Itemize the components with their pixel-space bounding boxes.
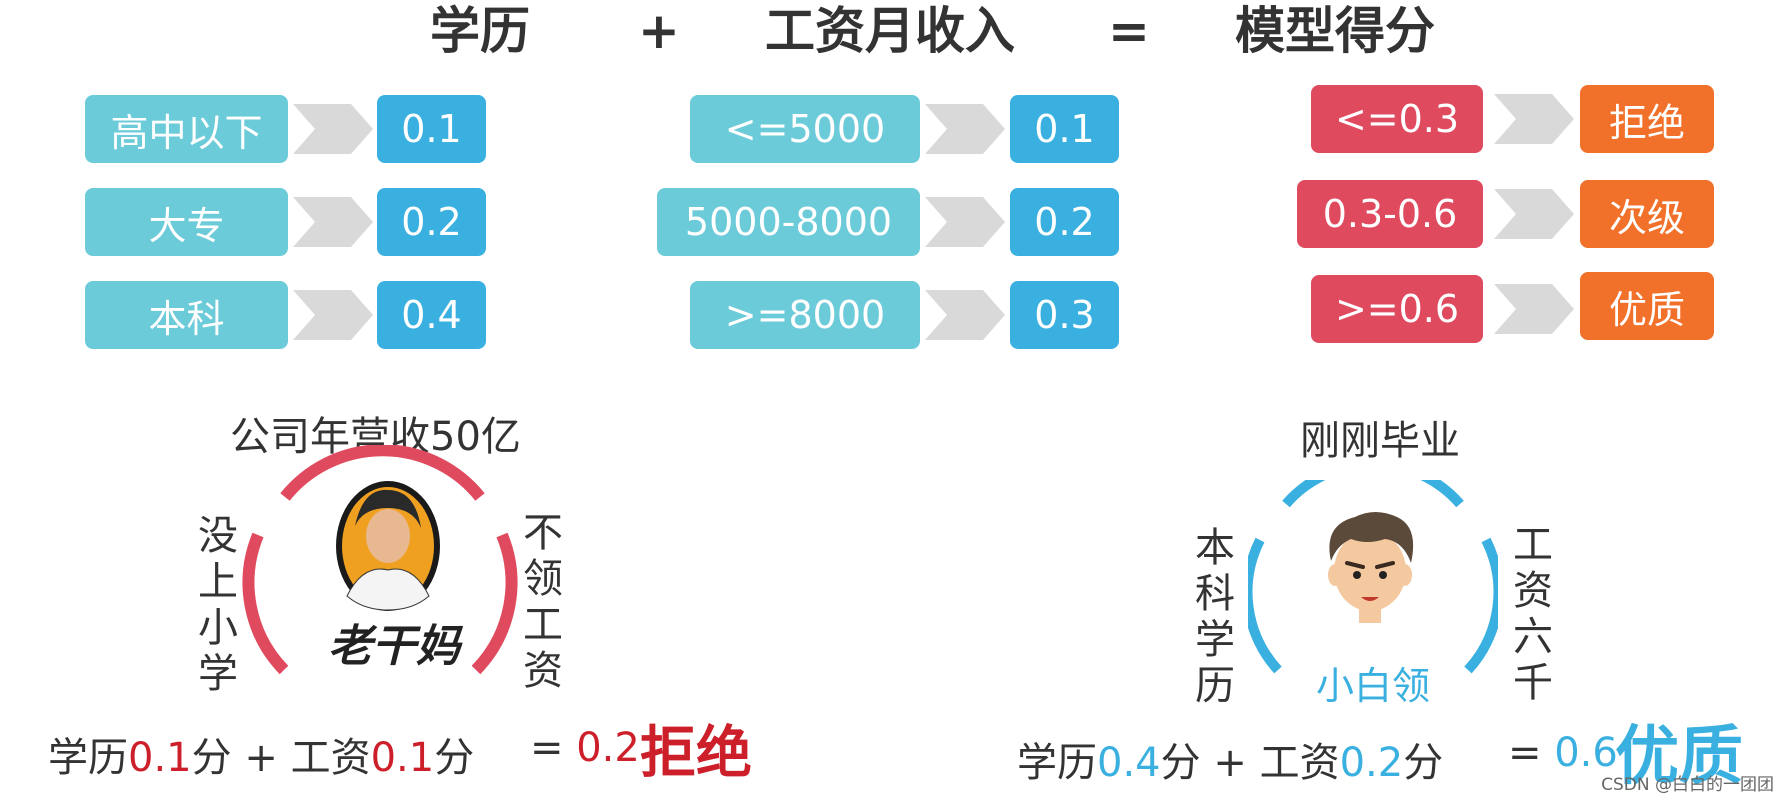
education-label: 本科 — [85, 281, 288, 349]
case-left-side-label: 不 领 工 资 — [520, 510, 566, 694]
score-result: 优质 — [1580, 272, 1714, 340]
cartoon-face-icon — [1315, 505, 1425, 630]
case-right-side-label: 本 科 学 历 — [1192, 525, 1238, 709]
header-education: 学历 — [430, 0, 530, 62]
header-equals: = — [1108, 0, 1150, 62]
education-score: 0.1 — [377, 95, 486, 163]
laoganma-logo-text: 老干妈 — [328, 610, 460, 674]
score-range: >=0.6 — [1311, 275, 1483, 343]
income-score: 0.3 — [1010, 281, 1119, 349]
income-label: >=8000 — [690, 281, 920, 349]
chevron-arrow-icon — [925, 290, 1005, 340]
case-right-bottom-label: 小白领 — [1316, 655, 1430, 710]
education-score: 0.4 — [377, 281, 486, 349]
case-right-formula: 学历0.4分 + 工资0.2分 — [1017, 730, 1443, 788]
case-left-formula: 学历0.1分 + 工资0.1分 — [48, 725, 474, 783]
laoganma-logo-portrait — [333, 478, 443, 613]
education-score: 0.2 — [377, 188, 486, 256]
case-right-top-label: 刚刚毕业 — [1300, 408, 1460, 466]
education-label: 大专 — [85, 188, 288, 256]
chevron-arrow-icon — [1494, 94, 1574, 144]
score-result: 拒绝 — [1580, 85, 1714, 153]
chevron-arrow-icon — [925, 104, 1005, 154]
education-label: 高中以下 — [85, 95, 288, 163]
income-score: 0.2 — [1010, 188, 1119, 256]
chevron-arrow-icon — [1494, 189, 1574, 239]
case-left-side-label: 没 上 小 学 — [195, 513, 241, 697]
score-range: 0.3-0.6 — [1297, 180, 1483, 248]
chevron-arrow-icon — [1494, 284, 1574, 334]
case-left-total: = 0.2 — [530, 725, 640, 771]
header-income: 工资月收入 — [765, 0, 1015, 62]
chevron-arrow-icon — [293, 104, 373, 154]
watermark: CSDN @白白的一团团 — [1601, 770, 1774, 795]
chevron-arrow-icon — [925, 197, 1005, 247]
case-right-side-label: 工 资 六 千 — [1510, 522, 1556, 706]
header-score: 模型得分 — [1235, 0, 1435, 62]
case-left-verdict: 拒绝 — [640, 708, 752, 789]
score-result: 次级 — [1580, 180, 1714, 248]
income-label: <=5000 — [690, 95, 920, 163]
income-score: 0.1 — [1010, 95, 1119, 163]
chevron-arrow-icon — [293, 197, 373, 247]
header-plus: + — [638, 0, 680, 62]
score-range: <=0.3 — [1311, 85, 1483, 153]
income-label: 5000-8000 — [657, 188, 920, 256]
chevron-arrow-icon — [293, 290, 373, 340]
